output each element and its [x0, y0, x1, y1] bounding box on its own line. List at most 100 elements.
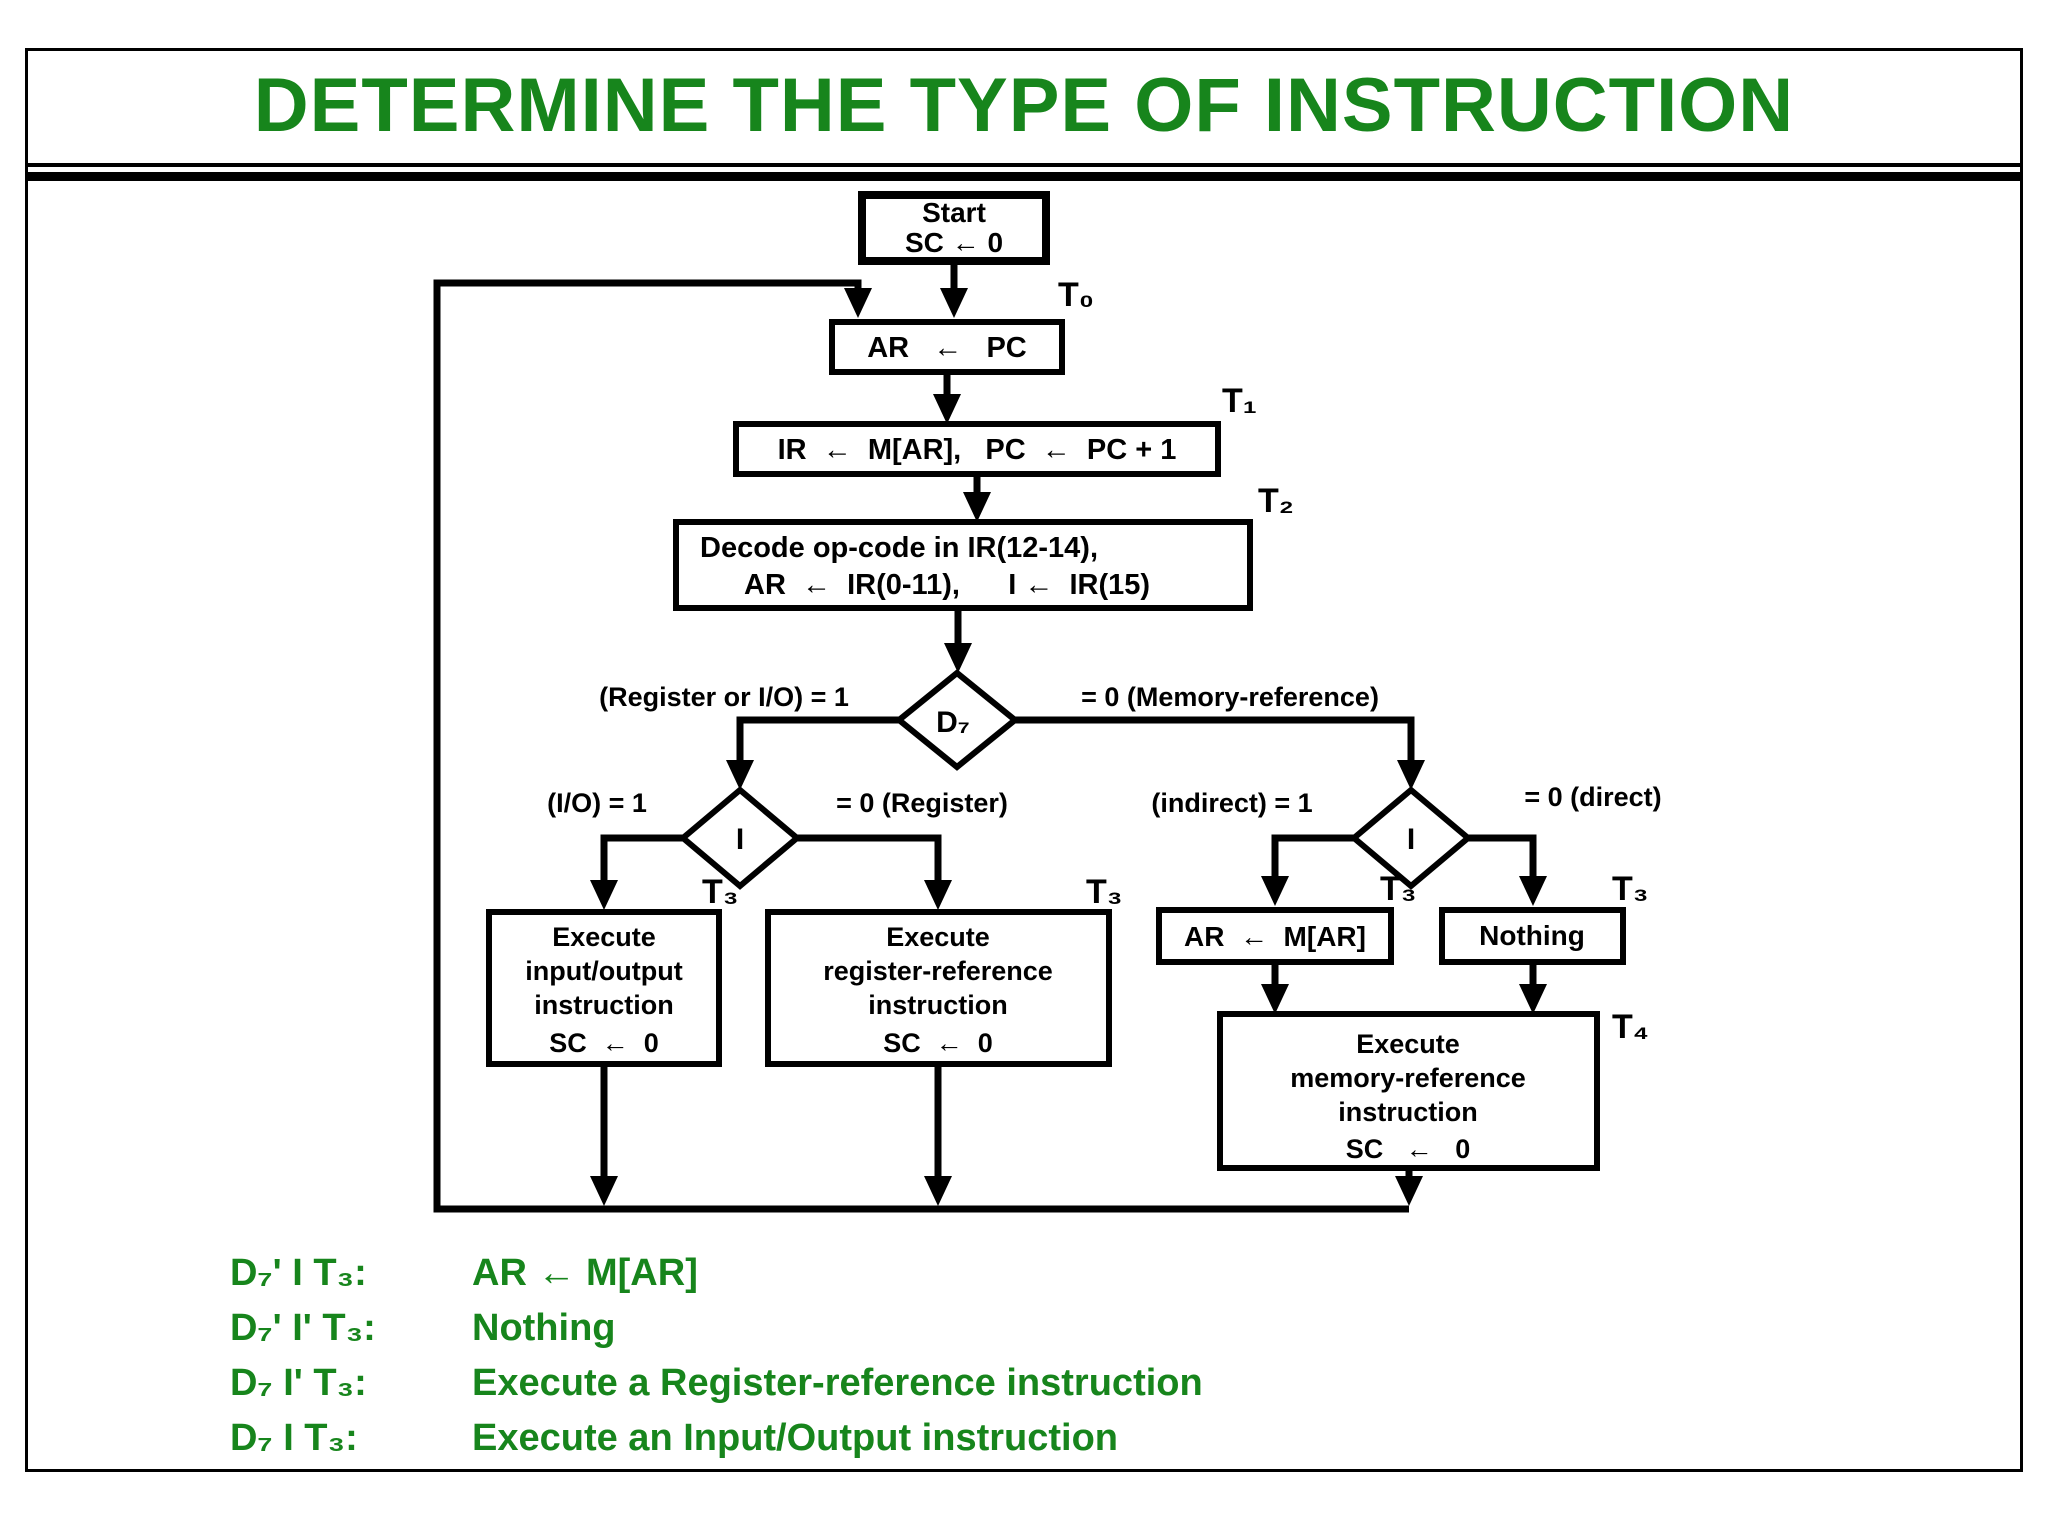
mem-exec-line4: SC ← 0 — [1346, 1134, 1471, 1164]
ar-mar-node: AR ← M[AR] — [1156, 907, 1394, 965]
arrowhead-ileft-to-io — [590, 880, 618, 910]
legend-condition: D₇' I' T₃: — [230, 1307, 376, 1349]
page-title: DETERMINE THE TYPE OF INSTRUCTION — [253, 63, 1795, 148]
mem-exec-line1: Execute — [1356, 1029, 1460, 1059]
title-separator-thin — [25, 163, 2023, 167]
ar-mar-box — [1156, 907, 1394, 965]
i-right-diamond — [1349, 786, 1473, 890]
connector-iright-to-nothing — [1468, 834, 1537, 878]
reg-exec-node: Execute register-reference instruction S… — [765, 909, 1112, 1067]
ir-fetch-node: IR ← M[AR], PC ← PC + 1 — [733, 421, 1221, 477]
reg-exec-line3: instruction — [868, 990, 1008, 1020]
reg-exec-line1: Execute — [886, 922, 990, 952]
legend-action: AR ← M[AR] — [472, 1252, 698, 1294]
direct-branch-label: = 0 (direct) — [1524, 782, 1661, 812]
ar-pc-text: AR ← PC — [867, 332, 1027, 364]
i-left-diamond-label: I — [736, 823, 744, 856]
legend-condition: D₇ I' T₃: — [230, 1362, 367, 1404]
legend-action: Nothing — [472, 1307, 616, 1349]
arrowhead-ileft-to-reg — [924, 880, 952, 910]
legend-condition: D₇ I T₃: — [230, 1417, 358, 1459]
reg-exec-line4: SC ← 0 — [883, 1028, 993, 1058]
legend-row: D₇ I' T₃: Execute a Register-reference in… — [230, 1362, 1830, 1405]
arrowhead-start-to-ar — [940, 288, 968, 318]
nothing-box — [1439, 907, 1626, 965]
io-exec-box — [486, 909, 722, 1067]
ar-pc-node: AR ← PC — [829, 319, 1065, 375]
legend-action: Execute an Input/Output instruction — [472, 1417, 1118, 1459]
legend-action: Execute a Register-reference instruction — [472, 1362, 1203, 1404]
mem-exec-line3: instruction — [1338, 1097, 1478, 1127]
decode-node: Decode op-code in IR(12-14), AR ← IR(0-1… — [673, 519, 1253, 611]
arrowhead-iright-to-armar — [1261, 876, 1289, 906]
decode-box — [673, 519, 1253, 611]
start-node: Start SC ← 0 — [858, 191, 1050, 265]
connector-d7-left — [736, 716, 899, 762]
arrowhead-d7-right — [1397, 760, 1425, 790]
connector-d7-right — [1015, 716, 1415, 762]
io-exec-line1: Execute — [552, 922, 656, 952]
arrowhead-reg-to-rail — [924, 1176, 952, 1206]
arrowhead-d7-left — [726, 760, 754, 790]
io-exec-line2: input/output — [525, 956, 682, 986]
i-left-decision-node: I — [678, 786, 802, 890]
reg-exec-box — [765, 909, 1112, 1067]
io-exec-line4: SC ← 0 — [549, 1028, 659, 1058]
t1-label: T₁ — [1222, 382, 1257, 420]
nothing-node: Nothing — [1439, 907, 1626, 965]
t3-label-reg: T₃ — [1086, 873, 1123, 911]
arrowhead-decode-to-d7 — [944, 643, 972, 673]
legend-row: D₇' I T₃: AR ← M[AR] — [230, 1252, 1830, 1295]
start-box — [858, 191, 1050, 265]
decode-line2: AR ← IR(0-11), I ← IR(15) — [744, 569, 1150, 601]
io-branch-label: (I/O) = 1 — [547, 788, 647, 818]
start-line1: Start — [922, 197, 986, 228]
t0-label: T₀ — [1058, 276, 1094, 314]
arrowhead-ir-to-decode — [963, 492, 991, 522]
t3-label-indirect: T₃ — [1380, 870, 1417, 908]
reg-exec-line2: register-reference — [823, 956, 1053, 986]
legend-row: D₇' I' T₃: Nothing — [230, 1307, 1830, 1350]
ir-fetch-text: IR ← M[AR], PC ← PC + 1 — [778, 434, 1177, 466]
connector-ileft-to-reg — [797, 834, 942, 880]
mem-exec-line2: memory-reference — [1290, 1063, 1526, 1093]
decode-line1: Decode op-code in IR(12-14), — [700, 532, 1098, 564]
io-exec-line3: instruction — [534, 990, 674, 1020]
connector-ileft-to-io — [600, 834, 683, 880]
t4-label: T₄ — [1612, 1008, 1649, 1046]
connector-loop-back — [433, 279, 1409, 1213]
i-right-diamond-label: I — [1407, 823, 1415, 856]
indirect-branch-label: (indirect) = 1 — [1151, 788, 1312, 818]
arrowhead-nothing-to-mem — [1519, 984, 1547, 1014]
t3-label-direct: T₃ — [1612, 870, 1649, 908]
legend-condition: D₇' I T₃: — [230, 1252, 367, 1294]
d7-diamond — [894, 669, 1020, 771]
ar-mar-text: AR ← M[AR] — [1184, 921, 1366, 952]
d7-right-branch-label: = 0 (Memory-reference) — [1081, 682, 1379, 712]
register-branch-label: = 0 (Register) — [836, 788, 1008, 818]
slide-border — [25, 48, 2023, 1472]
t3-label-io: T₃ — [702, 873, 739, 911]
arrowhead-armar-to-mem — [1261, 984, 1289, 1014]
connector-iright-to-armar — [1271, 834, 1354, 878]
mem-exec-box — [1217, 1011, 1600, 1171]
ir-fetch-box — [733, 421, 1221, 477]
i-left-diamond — [678, 786, 802, 890]
connector-lines — [433, 261, 1547, 1213]
d7-decision-node: D₇ — [894, 669, 1020, 771]
title-separator-thick — [25, 172, 2023, 181]
ar-pc-box — [829, 319, 1065, 375]
d7-diamond-label: D₇ — [936, 706, 970, 739]
arrowhead-loop-into-ar — [844, 288, 872, 318]
arrowhead-io-to-rail — [590, 1176, 618, 1206]
d7-left-branch-label: (Register or I/O) = 1 — [599, 682, 849, 712]
legend-row: D₇ I T₃: Execute an Input/Output instruct… — [230, 1417, 1830, 1460]
start-line2: SC ← 0 — [905, 227, 1003, 258]
t2-label: T₂ — [1258, 482, 1294, 520]
i-right-decision-node: I — [1349, 786, 1473, 890]
arrowhead-ar-to-ir — [933, 394, 961, 424]
mem-exec-node: Execute memory-reference instruction SC … — [1217, 1011, 1600, 1171]
arrowhead-mem-to-rail — [1395, 1176, 1423, 1206]
